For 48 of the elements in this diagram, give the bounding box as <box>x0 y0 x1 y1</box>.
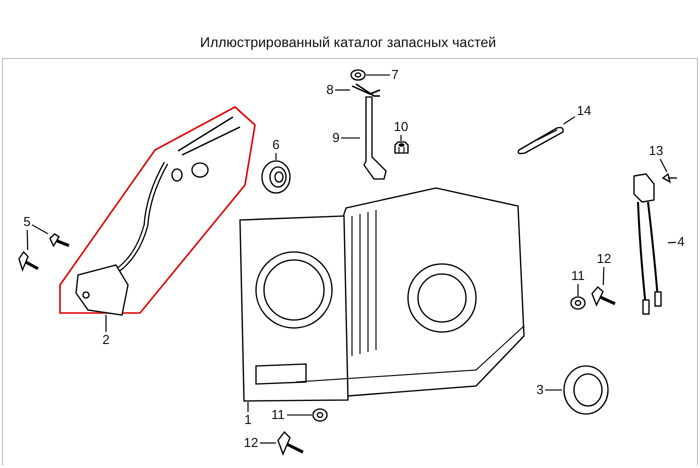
page-title: Иллюстрированный каталог запасных частей <box>200 34 496 50</box>
leader-line <box>32 224 48 234</box>
bolt-drawing <box>590 285 616 307</box>
nut-drawing <box>394 141 409 155</box>
callout-number: 8 <box>325 82 335 98</box>
leader-line <box>545 389 562 391</box>
leader-line <box>287 414 312 416</box>
bearing-drawing <box>260 160 292 194</box>
leader-line <box>341 137 360 139</box>
callout-number: 11 <box>269 407 287 423</box>
leader-line <box>577 284 579 296</box>
callout-number: 5 <box>22 214 32 230</box>
oil-seal-drawing <box>562 364 610 416</box>
callout-number: 4 <box>676 234 686 250</box>
leader-line <box>660 158 668 172</box>
callout-number: 13 <box>647 143 665 159</box>
washer-drawing <box>312 408 328 422</box>
leader-line <box>602 266 604 286</box>
link-drawing <box>515 124 565 154</box>
callout-number: 12 <box>595 251 613 267</box>
leader-line <box>26 230 28 250</box>
callout-number: 2 <box>101 332 111 348</box>
leader-line <box>563 116 576 124</box>
bolt-drawing <box>48 232 70 248</box>
callout-number: 1 <box>243 412 253 428</box>
callout-number: 9 <box>331 130 341 146</box>
callout-number: 11 <box>569 268 587 284</box>
callout-number: 10 <box>392 119 410 135</box>
leader-line <box>260 442 276 444</box>
callout-number: 14 <box>575 103 593 119</box>
washer-drawing <box>570 296 586 310</box>
callout-number: 7 <box>390 67 400 83</box>
leader-line <box>105 315 107 332</box>
leader-line <box>335 89 350 91</box>
leader-line <box>400 135 402 141</box>
callout-number: 6 <box>271 137 281 153</box>
leader-line <box>668 242 676 244</box>
ignition-coil-drawing <box>58 105 258 315</box>
leader-line <box>247 402 249 412</box>
bolt-drawing <box>276 430 304 456</box>
leader-line <box>366 74 390 76</box>
clip-drawing <box>350 82 382 98</box>
screw-drawing <box>662 172 678 184</box>
leader-line <box>275 153 277 160</box>
washer-drawing <box>350 69 366 81</box>
callout-number: 12 <box>242 435 260 451</box>
callout-number: 3 <box>535 382 545 398</box>
bolt-drawing <box>17 250 39 272</box>
